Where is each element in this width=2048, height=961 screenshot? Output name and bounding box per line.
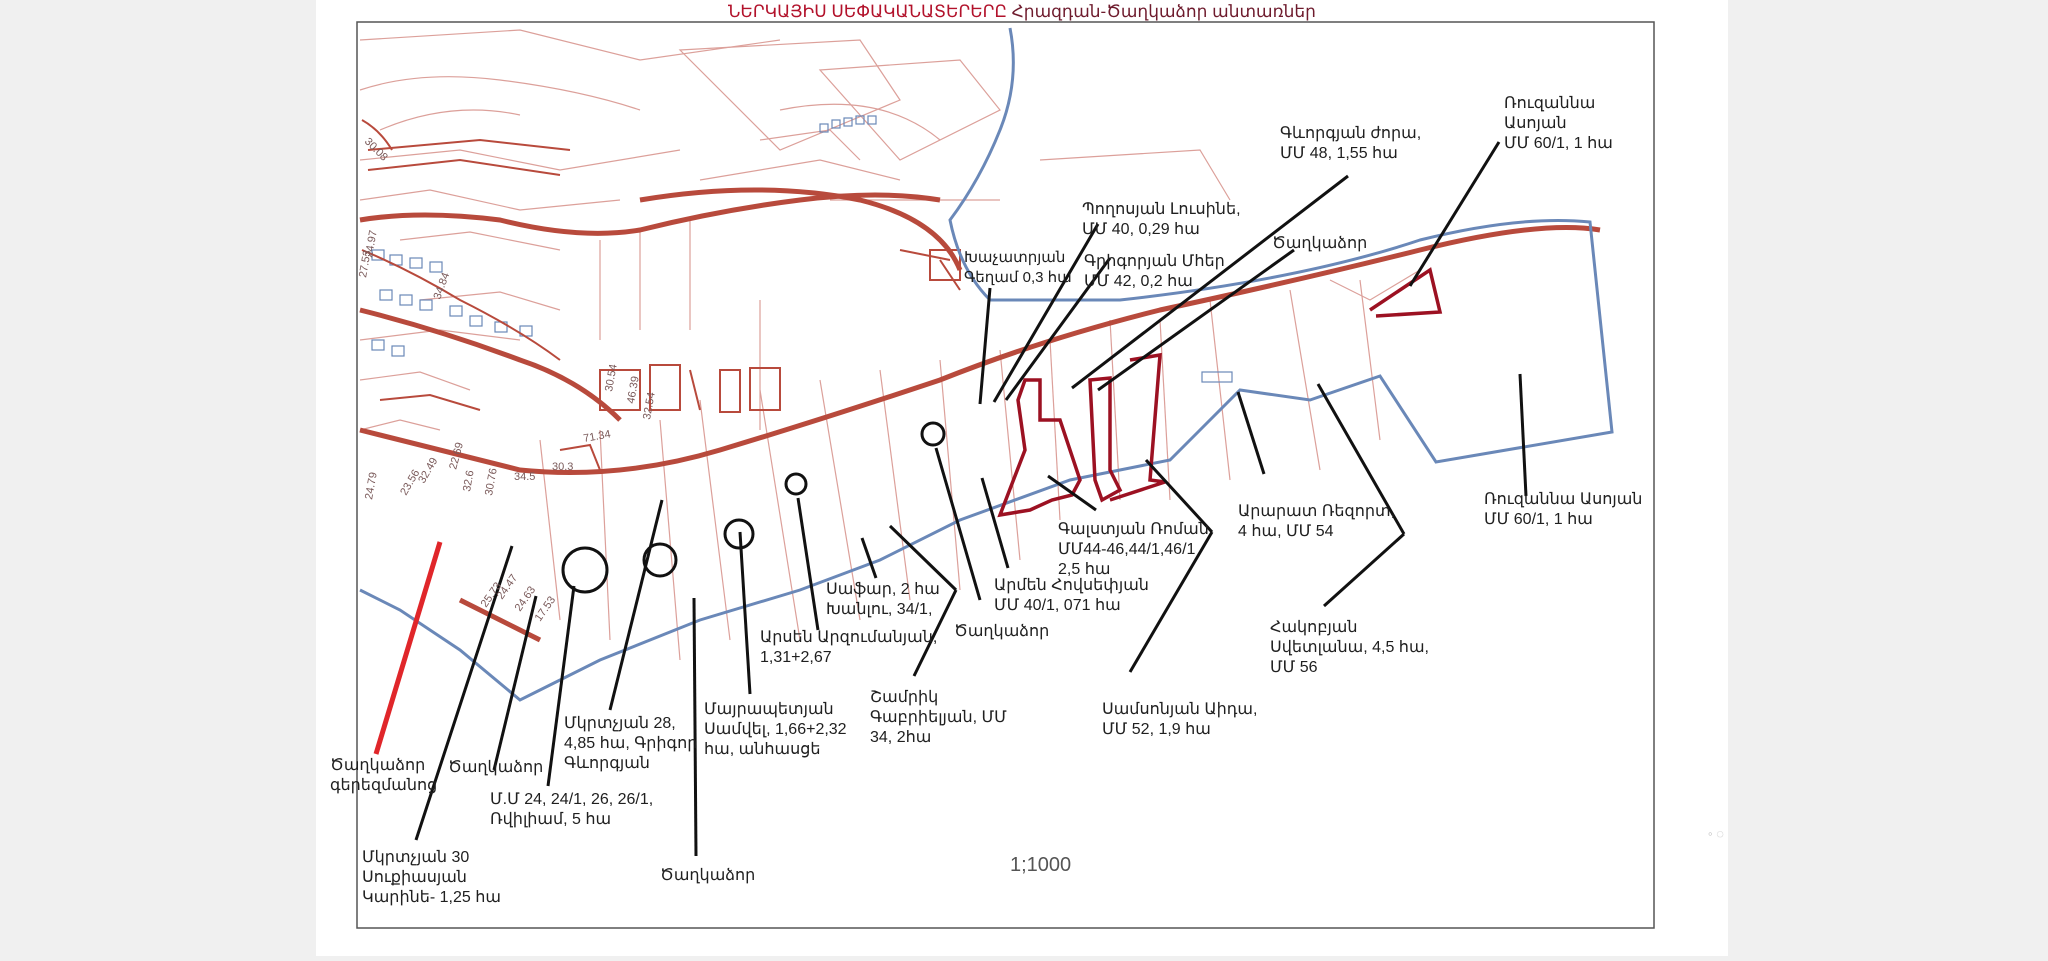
parcel-lines — [359, 29, 1421, 661]
parcel-number: 34.5 — [514, 471, 535, 483]
village-blocks — [367, 138, 961, 471]
parcel-number: 23.56 — [398, 468, 422, 498]
label-mm-24: Մ.Մ 24, 24/1, 26, 26/1, Ռվիլիամ, 5 հա — [490, 791, 654, 828]
map-title-part-b: Հրազդան-Ծաղկաձոր անտառներ — [1011, 2, 1316, 21]
label-tsaghkadzor-left: Ծաղկաձոր — [448, 759, 544, 776]
highlighted-parcels — [997, 267, 1443, 518]
leader-lines — [414, 141, 1528, 857]
label-tsaghkadzor-bottom: Ծաղկաձոր — [660, 867, 756, 884]
page-edge-marker: ◦ ◌ — [1708, 826, 1724, 841]
cemetery-marker — [373, 541, 443, 755]
label-tsaghkadzor-cemetery: Ծաղկաձոր գերեզմանոց — [330, 757, 438, 794]
parcel-number: 71.34 — [582, 428, 611, 445]
label-safar: Սաֆար, 2 հա Խանլու, 34/1, — [826, 581, 940, 618]
label-arsen-hovsepyan: Արմեն Հովսեփյան ՄՄ 40/1, 071 հա — [994, 577, 1149, 614]
map-title-part-a: ՆԵՐԿԱՅԻՍ ՍԵՓԱԿԱՆԱՏԵՐԵՐԸ — [728, 2, 1007, 21]
label-tsaghkadzor-top: Ծաղկաձոր — [1272, 235, 1368, 252]
parcel-number: 30.54 — [603, 363, 620, 392]
label-rusanna-top: Ռուզաննա Ասոյան ՄՄ 60/1, 1 հա — [1504, 95, 1613, 152]
map-sheet — [316, 0, 1728, 956]
parcel-number: 32.6 — [461, 469, 477, 492]
parcel-number: 32.54 — [641, 391, 658, 420]
map-frame — [356, 21, 1655, 929]
label-mkrtchyan-28: Մկրտչյան 28, 4,85 հա, Գրիգոր Գևորգյան — [564, 715, 698, 772]
label-ararat: Արարատ Ռեզորտ, 4 հա, ՄՄ 54 — [1238, 503, 1395, 540]
map-scale: 1;1000 — [1010, 854, 1072, 876]
parcel-number: 24.79 — [363, 471, 380, 500]
label-poghosyan: Պողոսյան Լուսինե, ՄՄ 40, 0,29 հա — [1082, 201, 1241, 238]
label-mayrapetyan: Մայրապետյան Սամվել, 1,66+2,32 հա, անհասց… — [704, 701, 847, 758]
parcel-number: 32.49 — [416, 456, 440, 486]
label-rusanna-right: Ռուզաննա Ասոյան ՄՄ 60/1, 1 հա — [1484, 491, 1643, 528]
label-gevorgyan: Գևորգյան ժորա, ՄՄ 48, 1,55 հա — [1280, 125, 1422, 162]
label-samsonyan: Սամսոնյան Աիդա, ՄՄ 52, 1,9 հա — [1102, 701, 1258, 738]
map-title: ՆԵՐԿԱՅԻՍ ՍԵՓԱԿԱՆԱՏԵՐԵՐԸ Հրազդան-Ծաղկաձոր… — [316, 2, 1728, 22]
label-khachatryan: Խաչատրյան Գեղամ 0,3 հա — [964, 249, 1072, 286]
parcel-number: 27.53 — [357, 249, 374, 278]
label-galstyan: Գալստյան Ռոման ՄՄ44-46,44/1,46/1 2,5 հա — [1058, 521, 1209, 578]
parcel-number: 30.76 — [483, 467, 500, 496]
label-arsen-arzumanyan: Արսեն Արզումանյան, 1,31+2,67 — [760, 629, 938, 666]
label-shamrik: Շամրիկ Գաբրիելյան, ՄՄ 34, 2հա — [870, 689, 1007, 746]
forest-boundary — [359, 27, 1614, 702]
label-mkrtchyan-30: Մկրտչյան 30 Սուքիասյան Կարինե- 1,25 հա — [362, 849, 501, 906]
parcel-number: 24.97 — [363, 229, 380, 258]
label-hakobyan: Հակոբյան Սվետլանա, 4,5 հա, ՄՄ 56 — [1270, 619, 1429, 676]
main-roads — [359, 187, 1601, 643]
label-tsaghkadzor-mid: Ծաղկաձոր — [954, 623, 1050, 640]
parcel-number: 46.39 — [625, 375, 642, 404]
label-grigoryan-meher: Գրիգորյան Մհեր ՄՄ 42, 0,2 հա — [1084, 253, 1225, 290]
secondary-roads — [361, 119, 961, 361]
parcel-number: 30.3 — [552, 461, 573, 473]
